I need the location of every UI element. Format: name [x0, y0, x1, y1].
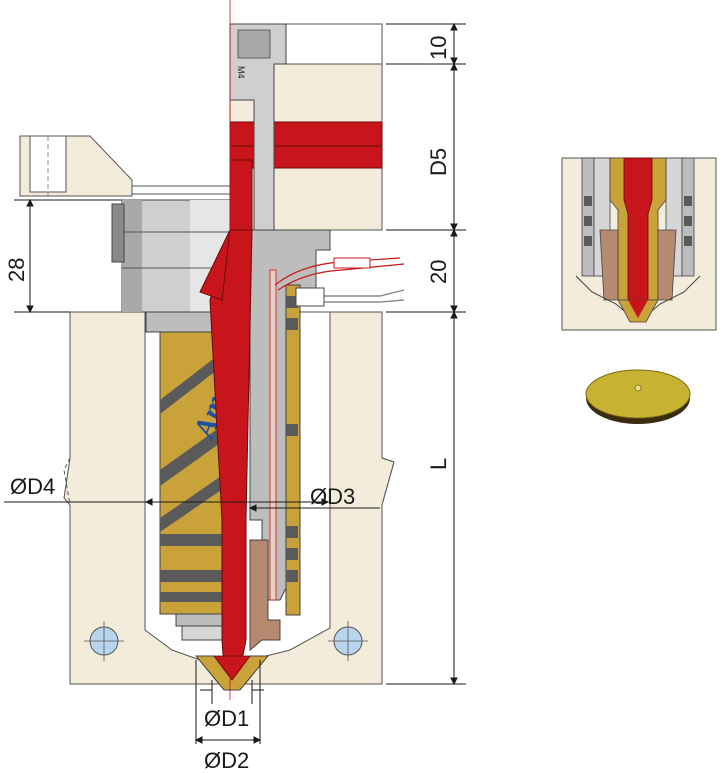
thread-label: M4 [236, 66, 246, 79]
dim-d3-label: ØD3 [310, 484, 355, 509]
left-clamp [19, 135, 231, 197]
dim-d1-label: ØD1 [204, 706, 249, 731]
dim-28-label: 28 [4, 258, 29, 282]
dim-d5-label: D5 [426, 148, 451, 176]
cooling-hole-right [328, 621, 368, 661]
detail-view [561, 157, 717, 331]
dim-20-label: 20 [426, 260, 451, 284]
nozzle-section-right [249, 229, 331, 652]
wire-bundle [274, 257, 405, 307]
dimension-lines [4, 22, 466, 744]
dim-10-label: 10 [426, 36, 451, 60]
nozzle-collar [175, 613, 231, 641]
dim-l-label: L [426, 458, 451, 470]
top-insert: M4 [229, 23, 287, 231]
dimension-labels: 10 D5 20 L 28 ØD4 ØD3 ØD1 ØD2 [4, 36, 451, 773]
nozzle-tip [194, 655, 270, 691]
cooling-hole-left [84, 621, 124, 661]
dim-d2-label: ØD2 [204, 748, 249, 773]
dim-d4-label: ØD4 [10, 474, 55, 499]
insulator-disc [585, 369, 691, 424]
